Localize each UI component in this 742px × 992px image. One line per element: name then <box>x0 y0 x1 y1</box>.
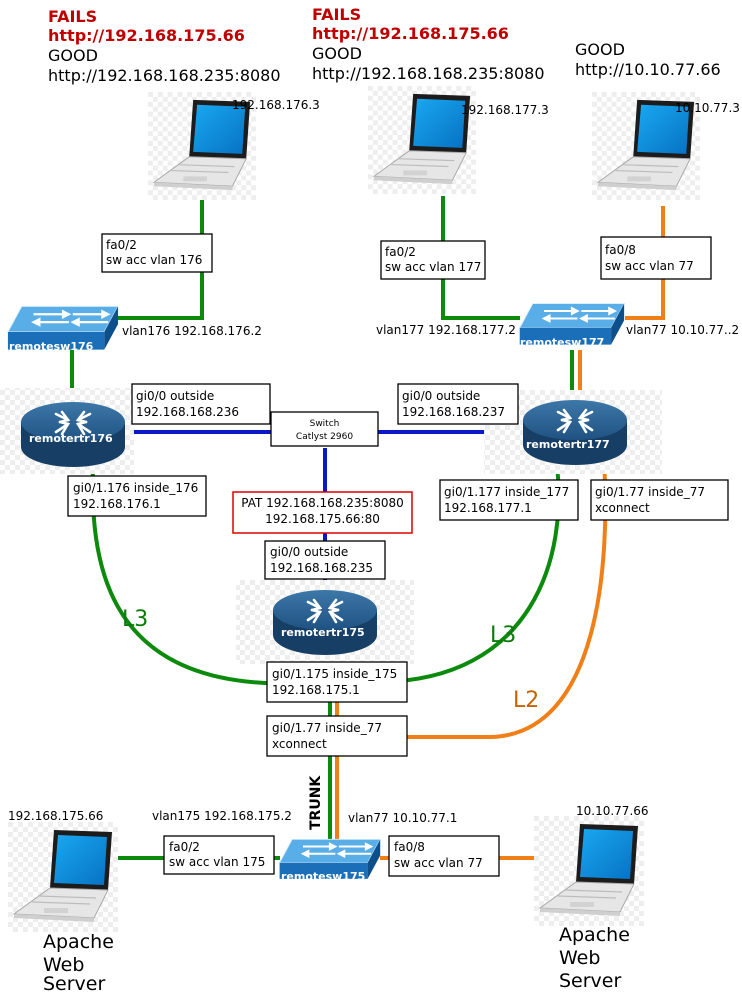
pat-rule-outside: PAT 192.168.168.235:8080 <box>241 496 404 510</box>
sw176-port-mode: sw acc vlan 176 <box>106 253 202 267</box>
sw177-vlan77: vlan77 10.10.77..2 <box>626 323 739 337</box>
sw176-port: fa0/2 <box>106 238 137 252</box>
l3-label-right: L3 <box>490 623 516 648</box>
client176-status-fail: FAILS <box>48 7 97 26</box>
rtr176-inside-ip: 192.168.176.1 <box>73 497 161 511</box>
server175-ip: 192.168.175.66 <box>8 809 103 823</box>
server77-label-2: Web <box>559 947 600 969</box>
rtr175-xconnect-mode: xconnect <box>272 737 327 751</box>
sw177-name: remotesw177 <box>520 336 604 349</box>
rtr177-outside-if: gi0/0 outside <box>402 389 480 403</box>
sw175-vlan77: vlan77 10.10.77.1 <box>348 811 457 825</box>
rtr176-inside-if: gi0/1.176 inside_176 <box>73 481 198 495</box>
rtr177-name: remotertr177 <box>526 438 610 451</box>
client176-ip: 192.168.176.3 <box>232 98 320 112</box>
rtr175-name: remotertr175 <box>281 626 365 639</box>
server77-label-3: Server <box>559 970 621 992</box>
sw177-port77: fa0/8 <box>605 243 636 257</box>
sw175-vlan175: vlan175 192.168.175.2 <box>152 809 292 823</box>
label-box <box>266 661 408 703</box>
client77-ip: 10.10.77.3 <box>675 101 740 115</box>
client176-url-good: http://192.168.168.235:8080 <box>48 66 281 85</box>
rtr177-xconnect-mode: xconnect <box>595 501 650 515</box>
label-box <box>439 479 579 521</box>
server175-label-3: Server <box>43 973 105 992</box>
rtr175-outside-if: gi0/0 outside <box>270 545 348 559</box>
port-box <box>600 236 712 280</box>
rtr177-outside-ip: 192.168.168.237 <box>402 405 505 419</box>
rtr177-inside-ip: 192.168.177.1 <box>444 501 532 515</box>
client77-status-good: GOOD <box>575 40 625 59</box>
catalyst-l2: Catlyst 2960 <box>296 432 353 442</box>
sw176-name: remotesw176 <box>9 340 94 353</box>
sw175-port175-mode: sw acc vlan 175 <box>169 855 265 869</box>
client177-url-fail: http://192.168.175.66 <box>312 24 509 43</box>
label-box <box>590 479 729 521</box>
server77-ip: 10.10.77.66 <box>576 804 649 818</box>
port-box <box>163 835 275 875</box>
sw177-port177-mode: sw acc vlan 177 <box>385 260 481 274</box>
trunk-label: TRUNK <box>308 775 324 830</box>
server175-label-2: Web <box>43 954 84 976</box>
client176-status-good: GOOD <box>48 46 98 65</box>
sw177-port177: fa0/2 <box>385 245 416 259</box>
port-box <box>380 240 486 280</box>
pat-box <box>232 491 413 534</box>
sw175-port77-mode: sw acc vlan 77 <box>394 856 483 870</box>
rtr175-inside-if: gi0/1.175 inside_175 <box>272 667 397 681</box>
l3-label-left: L3 <box>122 607 148 632</box>
sw175-port77: fa0/8 <box>394 840 425 854</box>
label-box <box>397 383 519 425</box>
client77-url-good: http://10.10.77.66 <box>575 60 721 79</box>
label-box <box>266 715 408 757</box>
server77-label-1: Apache <box>559 924 630 946</box>
label-box <box>131 383 271 425</box>
rtr176-name: remotertr176 <box>29 432 113 445</box>
client177-ip: 192.168.177.3 <box>461 103 549 117</box>
port-box <box>388 835 500 877</box>
catalyst-switch <box>270 411 379 447</box>
port-box <box>101 233 213 273</box>
sw175-name: remotesw175 <box>281 870 365 883</box>
l2-label: L2 <box>513 688 539 713</box>
router-icon <box>521 398 629 467</box>
rtr175-inside-ip: 192.168.175.1 <box>272 683 360 697</box>
router-icon <box>271 588 379 657</box>
sw177-vlan177: vlan177 192.168.177.2 <box>376 323 516 337</box>
client177-url-good: http://192.168.168.235:8080 <box>312 64 545 83</box>
client177-status-good: GOOD <box>312 44 362 63</box>
laptop-icon <box>368 86 476 194</box>
client177-status-fail: FAILS <box>312 5 361 24</box>
sw176-vlan: vlan176 192.168.176.2 <box>122 324 262 338</box>
rtr175-outside-ip: 192.168.168.235 <box>270 561 373 575</box>
link-client177-switch <box>441 196 520 320</box>
catalyst-l1: Switch <box>310 419 340 429</box>
rtr176-outside-if: gi0/0 outside <box>136 389 214 403</box>
rtr177-inside-if: gi0/1.177 inside_177 <box>444 485 569 499</box>
sw177-port77-mode: sw acc vlan 77 <box>605 259 694 273</box>
laptop-icon <box>8 822 118 932</box>
rtr175-xconnect-if: gi0/1.77 inside_77 <box>272 721 382 735</box>
rtr176-outside-ip: 192.168.168.236 <box>136 405 239 419</box>
rtr177-xconnect-if: gi0/1.77 inside_77 <box>595 485 705 499</box>
sw175-port175: fa0/2 <box>169 840 200 854</box>
client176-url-fail: http://192.168.175.66 <box>48 26 245 45</box>
label-box <box>67 475 207 517</box>
label-box <box>264 540 386 580</box>
laptop-icon <box>534 816 644 926</box>
pat-rule-inside: 192.168.175.66:80 <box>265 512 380 526</box>
server175-label-1: Apache <box>43 931 114 953</box>
